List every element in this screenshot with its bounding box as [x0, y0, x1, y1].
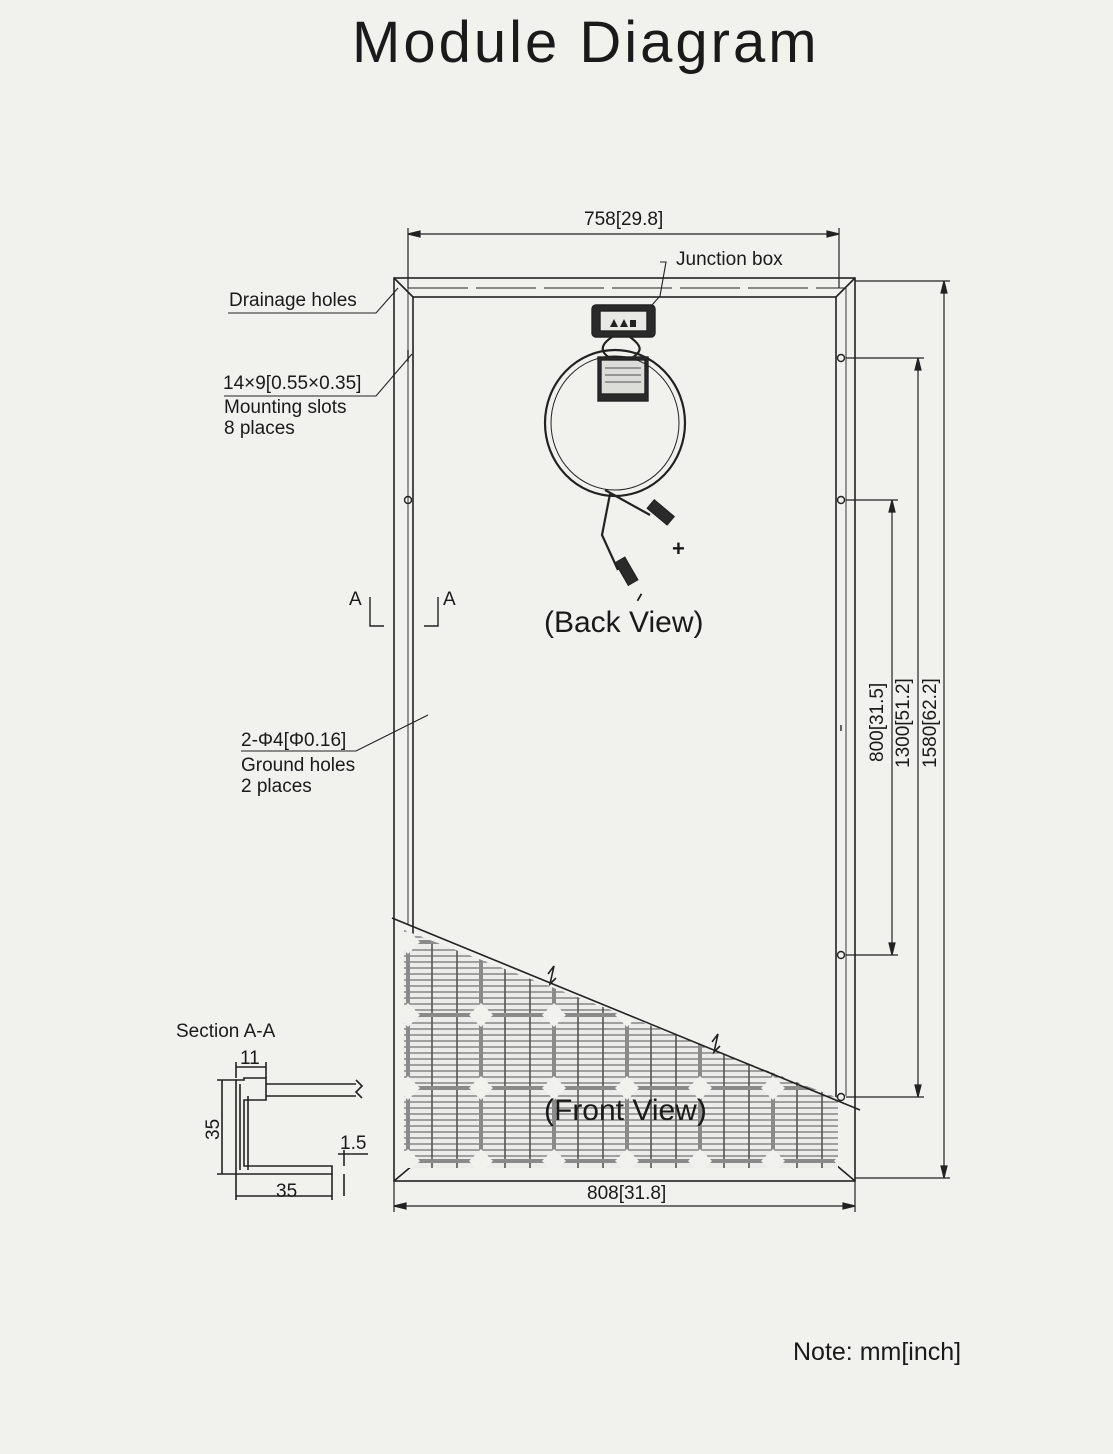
label-junction-box: Junction box	[676, 249, 783, 270]
page-title: Module Diagram	[352, 10, 820, 75]
label-ground-name: Ground holes	[241, 755, 356, 776]
label-mounting-name: Mounting slots	[224, 397, 347, 418]
section-dim-top: 11	[240, 1048, 260, 1069]
section-marker-left: A	[349, 589, 362, 610]
section-marker-right: A	[443, 589, 456, 610]
mounting-holes	[403, 350, 846, 1102]
dim-hole-spacing-800: 800[31.5]	[867, 682, 888, 762]
units-note: Note: mm[inch]	[793, 1338, 962, 1366]
dim-length-1580: 1580[62.2]	[920, 678, 941, 768]
dim-width-bottom: 808[31.8]	[587, 1183, 667, 1204]
cable-loop	[543, 336, 687, 571]
label-back-view: (Back View)	[544, 606, 704, 639]
label-ground-count: 2 places	[241, 776, 312, 797]
label-front-view: (Front View)	[544, 1094, 707, 1127]
section-profile	[217, 1062, 368, 1200]
section-title: Section A-A	[176, 1021, 276, 1042]
front-view-cells	[404, 930, 838, 1168]
label-ground-size: 2-Φ4[Φ0.16]	[241, 730, 347, 751]
module-frame-outer	[393, 277, 856, 1182]
section-dim-height: 35	[203, 1118, 224, 1140]
label-mounting-size: 14×9[0.55×0.35]	[223, 373, 362, 394]
label-mounting-count: 8 places	[224, 418, 295, 439]
connectors	[614, 498, 676, 587]
section-dim-thickness: 1.5	[340, 1133, 367, 1154]
front-view-cut-line	[391, 917, 861, 1111]
section-marker	[369, 597, 439, 627]
section-dim-bottom: 35	[276, 1181, 298, 1202]
polarity-plus: +	[672, 536, 685, 561]
junction-box	[591, 304, 656, 402]
dim-width-top: 758[29.8]	[584, 209, 664, 230]
dim-hole-spacing-1300: 1300[51.2]	[893, 678, 914, 768]
label-drainage-holes: Drainage holes	[229, 290, 357, 311]
